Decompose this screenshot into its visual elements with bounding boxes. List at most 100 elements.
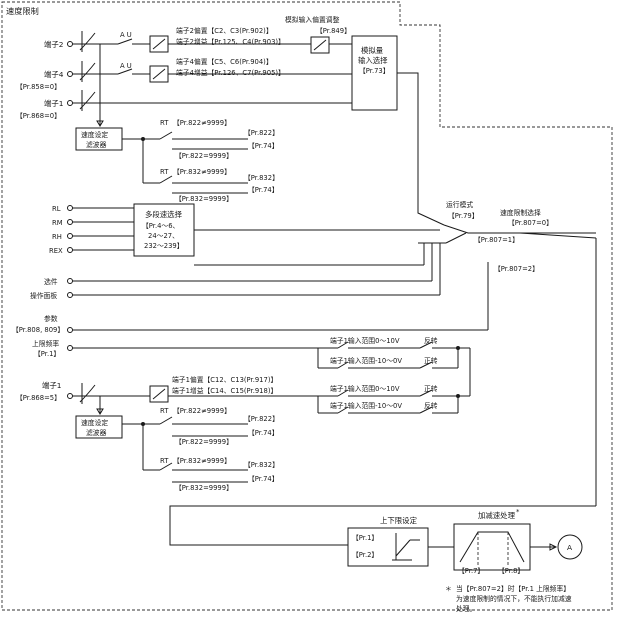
pr807-1-label: 【Pr.807=1】 bbox=[474, 236, 519, 244]
speed-select-label: 速度限制选择 bbox=[500, 208, 541, 217]
run-mode-label: 运行模式 bbox=[446, 200, 473, 209]
svg-text:反转: 反转 bbox=[424, 401, 438, 410]
svg-text:端子1输入范围-10～0V: 端子1输入范围-10～0V bbox=[330, 356, 402, 365]
svg-text:端子1输入范围0～10V: 端子1输入范围0～10V bbox=[330, 384, 400, 393]
svg-text:端子1输入范围0～10V: 端子1输入范围0～10V bbox=[330, 336, 400, 345]
svg-text:滤波器: 滤波器 bbox=[86, 140, 107, 149]
svg-text:【Pr.74】: 【Pr.74】 bbox=[248, 186, 279, 194]
note-line-1: 当【Pr.807=2】时【Pr.1 上限频率】 bbox=[456, 584, 570, 593]
svg-text:【Pr.808, 809】: 【Pr.808, 809】 bbox=[12, 326, 64, 334]
panel-input: 操作面板 bbox=[30, 243, 441, 300]
au-label-2: A U bbox=[120, 62, 132, 70]
analog-to-runmode-line bbox=[397, 72, 445, 226]
svg-text:速度设定: 速度设定 bbox=[81, 418, 108, 427]
svg-text:【Pr.2】: 【Pr.2】 bbox=[352, 551, 378, 559]
multi-speed-inputs: RL RM RH REX bbox=[49, 205, 134, 255]
svg-text:正转: 正转 bbox=[424, 384, 438, 393]
upper-freq-input: 上限频率 【Pr.1】 bbox=[32, 339, 318, 358]
svg-text:【Pr.822】: 【Pr.822】 bbox=[244, 129, 279, 137]
svg-text:端子1: 端子1 bbox=[42, 381, 62, 390]
svg-text:【Pr.1】: 【Pr.1】 bbox=[352, 534, 378, 542]
limit-input-line bbox=[169, 505, 596, 546]
svg-text:RT: RT bbox=[160, 457, 169, 465]
svg-text:多段速选择: 多段速选择 bbox=[145, 210, 183, 219]
svg-text:【Pr.832=9999】: 【Pr.832=9999】 bbox=[175, 484, 233, 492]
accel-label: 加减速处理 bbox=[478, 511, 516, 520]
rt2-label: RT bbox=[160, 168, 169, 176]
svg-text:端子1: 端子1 bbox=[44, 99, 64, 108]
svg-text:【Pr.822】: 【Pr.822】 bbox=[244, 415, 279, 423]
svg-text:RH: RH bbox=[52, 233, 62, 241]
svg-text:【Pr.7】: 【Pr.7】 bbox=[458, 567, 484, 575]
limit-set-label: 上下限设定 bbox=[380, 516, 418, 525]
accel-box bbox=[453, 523, 531, 571]
svg-text:232～239】: 232～239】 bbox=[144, 242, 184, 250]
svg-text:【Pr.868=5】: 【Pr.868=5】 bbox=[16, 394, 61, 402]
pr807-0-label: 【Pr.807=0】 bbox=[508, 219, 553, 227]
terminal-1-input-bottom: 端子1 【Pr.868=5】 bbox=[16, 381, 96, 404]
svg-text:24～27、: 24～27、 bbox=[148, 232, 179, 240]
note-line-3: 处理。 bbox=[456, 604, 476, 613]
terminal-4-input: 端子4 【Pr.858=0】 bbox=[16, 61, 96, 91]
svg-text:【Pr.832≠9999】: 【Pr.832≠9999】 bbox=[173, 457, 231, 465]
option-input: 选件 bbox=[44, 243, 433, 286]
au-label-1: A U bbox=[120, 31, 132, 39]
svg-text:端子1输入范围-10～0V: 端子1输入范围-10～0V bbox=[330, 401, 402, 410]
diagram-title: 速度限制 bbox=[6, 6, 39, 16]
svg-text:【Pr.822≠9999】: 【Pr.822≠9999】 bbox=[173, 407, 231, 415]
speed-filter-box-2 bbox=[75, 415, 123, 439]
svg-text:RM: RM bbox=[52, 219, 63, 227]
t1-bias-label: 端子1偏置【C12、C13(Pr.917)】 bbox=[172, 375, 277, 384]
svg-text:速度设定: 速度设定 bbox=[81, 130, 108, 139]
svg-text:【Pr.4～6、: 【Pr.4～6、 bbox=[142, 222, 179, 230]
pr807-2-label: 【Pr.807=2】 bbox=[494, 265, 539, 273]
svg-text:【Pr.868=0】: 【Pr.868=0】 bbox=[16, 112, 61, 120]
svg-text:【Pr.8】: 【Pr.8】 bbox=[498, 567, 524, 575]
svg-text:【Pr.74】: 【Pr.74】 bbox=[248, 429, 279, 437]
svg-text:【Pr.74】: 【Pr.74】 bbox=[248, 475, 279, 483]
t4-bias-label: 端子4偏置【C5、C6(Pr.904)】 bbox=[176, 57, 273, 66]
t1-gain-label: 端子1增益【C14、C15(Pr.918)】 bbox=[172, 386, 277, 395]
svg-text:正转: 正转 bbox=[424, 356, 438, 365]
svg-text:滤波器: 滤波器 bbox=[86, 428, 107, 437]
outer-dashed-frame bbox=[1, 1, 613, 611]
svg-text:＊: ＊ bbox=[445, 585, 452, 593]
t4-gain-label: 端子4增益【Pr.126、C7(Pr.905)】 bbox=[176, 68, 285, 77]
terminal-1-input-top: 端子1 【Pr.868=0】 bbox=[16, 90, 96, 120]
accel-star: * bbox=[516, 508, 520, 516]
analog-input-select-box bbox=[351, 35, 398, 111]
svg-text:A: A bbox=[567, 543, 572, 552]
pr849-label: 【Pr.849】 bbox=[316, 27, 351, 35]
pr822-eq-label: 【Pr.822=9999】 bbox=[175, 152, 233, 160]
svg-text:REX: REX bbox=[49, 247, 63, 255]
pr832-ne-label: 【Pr.832≠9999】 bbox=[173, 168, 231, 176]
t2-bias-label: 端子2偏置【C2、C3(Pr.902)】 bbox=[176, 26, 273, 35]
pr832-eq-label: 【Pr.832=9999】 bbox=[175, 195, 233, 203]
pr79-label: 【Pr.79】 bbox=[448, 212, 479, 220]
svg-text:上限频率: 上限频率 bbox=[32, 339, 59, 348]
limit-set-box bbox=[347, 527, 429, 567]
svg-text:选件: 选件 bbox=[44, 277, 58, 286]
t2-gain-label: 端子2增益【Pr.125、C4(Pr.903)】 bbox=[176, 37, 285, 46]
svg-text:端子4: 端子4 bbox=[44, 70, 64, 79]
pr822-ne-label: 【Pr.822≠9999】 bbox=[173, 119, 231, 127]
svg-text:【Pr.74】: 【Pr.74】 bbox=[248, 142, 279, 150]
svg-text:【Pr.1】: 【Pr.1】 bbox=[34, 350, 60, 358]
rt1-label: RT bbox=[160, 119, 169, 127]
analog-adjust-label: 模拟输入偏置调整 bbox=[285, 15, 340, 24]
svg-text:【Pr.858=0】: 【Pr.858=0】 bbox=[16, 83, 61, 91]
svg-text:RT: RT bbox=[160, 407, 169, 415]
svg-text:端子2: 端子2 bbox=[44, 40, 63, 49]
svg-text:【Pr.832】: 【Pr.832】 bbox=[244, 461, 279, 469]
svg-text:【Pr.832】: 【Pr.832】 bbox=[244, 174, 279, 182]
svg-text:操作面板: 操作面板 bbox=[30, 291, 57, 300]
svg-text:【Pr.822=9999】: 【Pr.822=9999】 bbox=[175, 438, 233, 446]
svg-text:RL: RL bbox=[52, 205, 61, 213]
svg-text:参数: 参数 bbox=[44, 314, 58, 323]
svg-text:模拟量: 模拟量 bbox=[361, 46, 384, 55]
svg-text:输入选择: 输入选择 bbox=[358, 56, 388, 65]
svg-text:反转: 反转 bbox=[424, 336, 438, 345]
svg-text:【Pr.73】: 【Pr.73】 bbox=[359, 67, 390, 75]
